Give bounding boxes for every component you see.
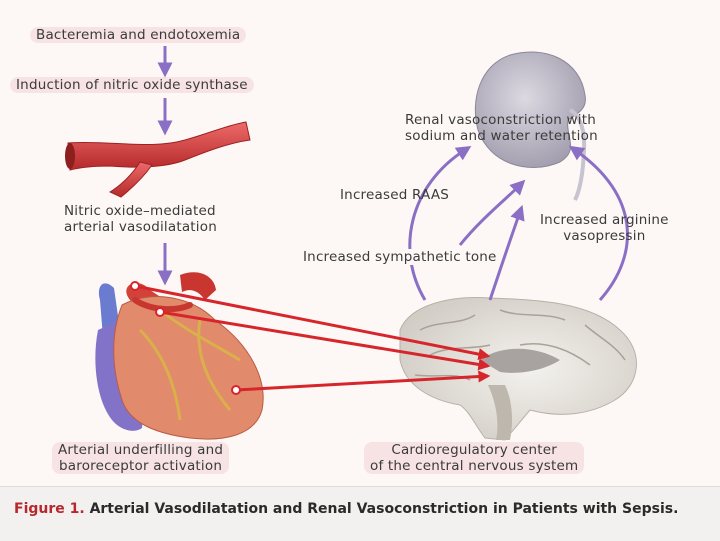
label-induction: Induction of nitric oxide synthase <box>10 77 254 93</box>
label-bacteremia: Bacteremia and endotoxemia <box>30 27 247 43</box>
figure-caption-text: Arterial Vasodilatation and Renal Vasoco… <box>89 501 679 517</box>
label-cardioregulatory: Cardioregulatory center of the central n… <box>364 442 585 474</box>
label-renal-vasoconstriction: Renal vasoconstriction with sodium and w… <box>405 112 598 144</box>
arrow-vasopressin-to-renal <box>568 145 629 301</box>
brain-icon <box>399 297 637 441</box>
label-underfilling: Arterial underfilling and baroreceptor a… <box>52 442 230 474</box>
label-no-vasodilatation: Nitric oxide–mediated arterial vasodilat… <box>64 203 217 235</box>
figure-number: Figure 1. <box>14 501 85 517</box>
arrow-brain-to-raas <box>488 204 525 301</box>
red-arrow-3 <box>235 370 491 392</box>
red-arrow-2 <box>159 310 491 371</box>
diagram-illustration <box>65 46 637 441</box>
label-sympathetic: Increased sympathetic tone <box>300 249 500 265</box>
artery-icon <box>65 121 251 198</box>
arrow-raas-to-renal <box>458 179 526 246</box>
figure-caption: Figure 1. Arterial Vasodilatation and Re… <box>14 500 704 519</box>
label-raas: Increased RAAS <box>340 187 450 203</box>
caption-band <box>0 486 720 541</box>
red-arrow-1 <box>134 284 491 361</box>
label-arginine-vasopressin: Increased arginine vasopressin <box>540 212 669 244</box>
heart-icon <box>95 272 264 440</box>
arrow-sympathetic-to-renal <box>408 145 472 301</box>
